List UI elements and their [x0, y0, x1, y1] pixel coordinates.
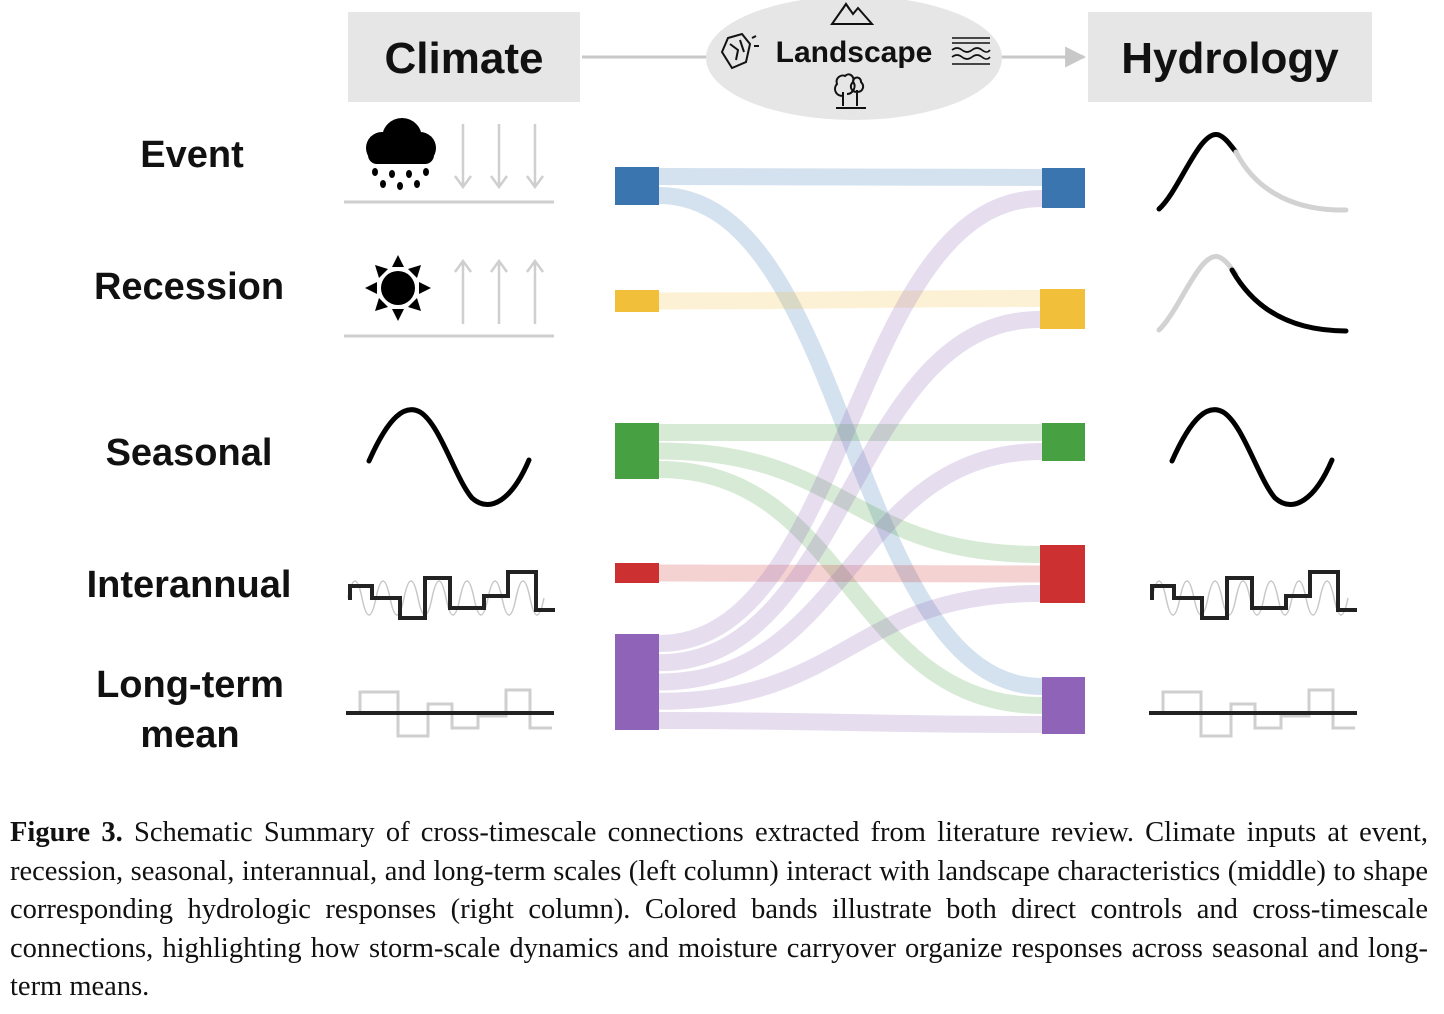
- band-interannual-to-interannual: [658, 564, 1041, 583]
- climate-long-term-glyph: [346, 688, 554, 738]
- timescale-connection-diagram: Climate Landscape Hydrology: [87, 0, 1372, 756]
- downward-arrows: [453, 124, 545, 190]
- row-label-event: Event: [140, 134, 244, 176]
- figure-caption-text: Schematic Summary of cross-timescale con…: [10, 817, 1429, 1002]
- figure-caption-label: Figure 3.: [10, 817, 123, 848]
- band-event-to-event: [658, 168, 1043, 186]
- hydrology-node-event: [1042, 168, 1085, 208]
- soil-layers-icon: [951, 37, 991, 65]
- tree-icon: [834, 73, 866, 109]
- climate-node-seasonal: [615, 423, 659, 479]
- upward-arrows: [453, 258, 545, 324]
- band-recession-to-recession: [658, 290, 1041, 310]
- figure-caption: Figure 3. Schematic Summary of cross-tim…: [10, 814, 1428, 1007]
- climate-event-glyph: [344, 118, 554, 204]
- hydrology-header-label: Hydrology: [1121, 34, 1339, 83]
- band-seasonal-to-long-term: [658, 461, 1043, 714]
- hydrology-node-long-term: [1042, 677, 1085, 734]
- hydrology-header: Hydrology: [1088, 12, 1372, 102]
- climate-node-interannual: [615, 563, 659, 583]
- band-long-term-to-recession: [658, 311, 1041, 672]
- hydro-seasonal-wave: [1169, 407, 1335, 507]
- connection-bands: [658, 168, 1043, 733]
- climate-node-event: [615, 167, 659, 205]
- hydrology-node-interannual: [1040, 545, 1085, 603]
- hydrology-node-recession: [1040, 289, 1085, 329]
- band-seasonal-to-interannual: [658, 442, 1041, 563]
- band-long-term-to-interannual: [658, 585, 1041, 710]
- band-long-term-to-long-term: [658, 712, 1043, 733]
- landscape-header: Landscape: [706, 0, 1002, 120]
- climate-node-recession: [615, 290, 659, 312]
- climate-interannual-glyph: [347, 570, 555, 620]
- climate-header-label: Climate: [385, 34, 544, 83]
- row-labels: Event Recession Seasonal Interannual Lon…: [87, 134, 292, 756]
- band-event-to-long-term: [658, 187, 1043, 695]
- landscape-header-label: Landscape: [776, 36, 933, 69]
- hydro-long-term-glyph: [1149, 688, 1357, 738]
- connection-nodes: [615, 167, 1085, 734]
- band-long-term-to-seasonal: [658, 443, 1043, 691]
- band-long-term-to-event: [658, 190, 1043, 652]
- row-label-recession: Recession: [94, 266, 284, 308]
- climate-recession-glyph: [344, 255, 554, 338]
- hydro-event-hydrograph: [1156, 132, 1349, 213]
- row-label-seasonal: Seasonal: [106, 432, 273, 474]
- mountain-icon: [830, 2, 875, 25]
- rain-cloud-icon: [366, 118, 436, 190]
- hydrology-node-seasonal: [1042, 423, 1085, 461]
- hydro-recession-hydrograph: [1156, 254, 1349, 334]
- climate-header: Climate: [348, 12, 580, 102]
- climate-seasonal-wave: [366, 407, 532, 507]
- row-label-interannual: Interannual: [87, 564, 292, 606]
- rock-icon: [720, 32, 759, 70]
- row-label-long-term: Long-term: [96, 664, 284, 706]
- climate-node-long-term: [615, 634, 659, 730]
- hydro-interannual-glyph: [1150, 570, 1357, 620]
- row-label-long-term-line2: mean: [140, 714, 239, 756]
- sun-icon: [365, 255, 431, 321]
